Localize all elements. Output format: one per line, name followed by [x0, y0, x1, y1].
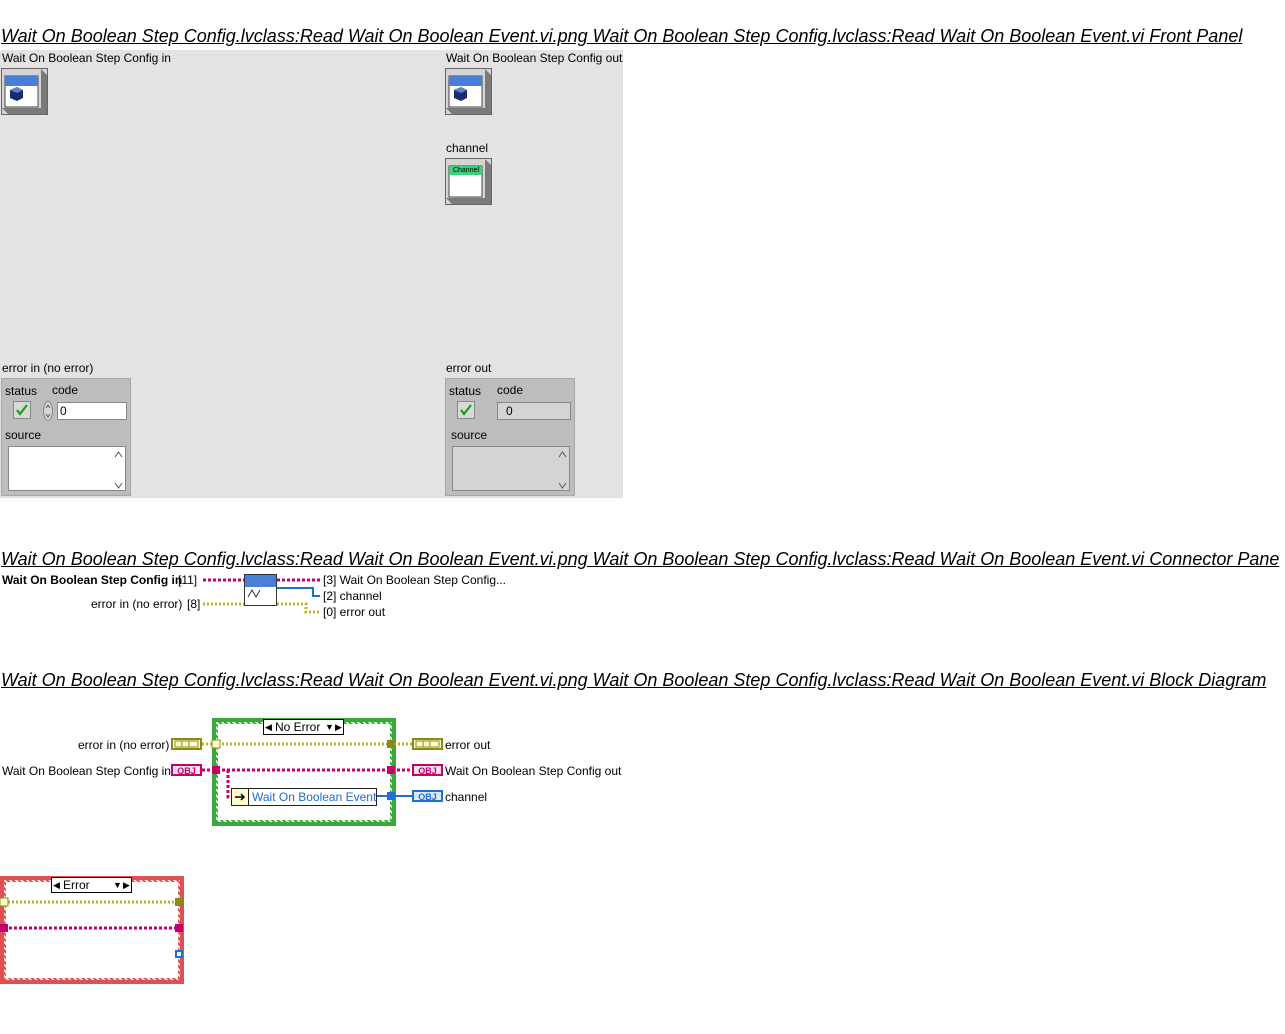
increment-arrow-icon[interactable]: ▶ [123, 880, 130, 890]
bd-config-in-label: Wait On Boolean Step Config in [2, 764, 171, 778]
vi-icon [244, 574, 277, 606]
channel-label: channel [446, 141, 489, 155]
checkmark-icon [460, 404, 472, 416]
error-out-status-label: status [449, 384, 482, 398]
bd-error-in-label: error in (no error) [78, 738, 170, 752]
scroll-arrows-icon[interactable] [114, 450, 123, 490]
cp-config-in-index: [11] [178, 573, 198, 587]
case-selector-no-error[interactable]: ◀ No Error ▼ ▶ [263, 719, 344, 735]
class-control-icon[interactable] [1, 68, 48, 115]
bd-channel-label: channel [445, 790, 488, 804]
error-cluster-icon [415, 740, 440, 748]
scroll-arrows-icon[interactable] [558, 450, 567, 490]
cp-config-out-label: [3] Wait On Boolean Step Config... [323, 573, 506, 587]
code-increment-decrement-icon[interactable] [43, 401, 53, 421]
cp-error-in-index: [8] [187, 597, 201, 611]
case-structure-error[interactable] [0, 876, 184, 984]
unbundle-by-name-node[interactable]: Wait On Boolean Event [231, 788, 377, 806]
class-indicator-icon [445, 68, 492, 115]
unbundle-arrow-icon [232, 789, 249, 805]
error-out-source-value [452, 446, 570, 491]
config-in-terminal[interactable]: OBJ [171, 764, 202, 776]
config-out-terminal[interactable]: OBJ [412, 764, 443, 776]
error-cluster-icon [174, 740, 199, 748]
bd-config-out-label: Wait On Boolean Step Config out [445, 764, 622, 778]
error-in-source-label: source [5, 428, 42, 442]
bd-error-out-label: error out [445, 738, 491, 752]
error-in-source-input[interactable] [8, 446, 126, 491]
cp-config-in-label: Wait On Boolean Step Config in [2, 573, 183, 587]
error-out-code-value: 0 [497, 402, 571, 420]
error-out-code-label: code [497, 383, 524, 397]
block-diagram-title: Wait On Boolean Step Config.lvclass:Read… [1, 670, 1267, 690]
cp-error-in-label: error in (no error) [91, 597, 183, 611]
cp-channel-label: [2] channel [323, 589, 382, 603]
error-out-label: error out [446, 361, 492, 375]
channel-out-terminal[interactable]: OBJ [412, 790, 443, 802]
checkmark-icon [16, 404, 28, 416]
connector-pane-wiring [203, 578, 320, 614]
cp-error-out-label: [0] error out [323, 605, 386, 619]
error-in-code-input[interactable]: 0 [57, 402, 127, 420]
boolean-event-icon [247, 588, 261, 599]
error-out-terminal[interactable] [412, 738, 443, 750]
case-selector-label: No Error [275, 720, 321, 734]
case-selector-error[interactable]: ◀ Error ▼ ▶ [51, 877, 132, 893]
config-out-label: Wait On Boolean Step Config out [446, 51, 623, 65]
dropdown-arrow-icon[interactable]: ▼ [325, 722, 334, 732]
error-in-label: error in (no error) [2, 361, 94, 375]
front-panel-title: Wait On Boolean Step Config.lvclass:Read… [1, 26, 1243, 46]
channel-indicator-icon: Channel [445, 158, 492, 205]
front-panel: Wait On Boolean Step Config in Wait On B… [0, 50, 623, 498]
error-out-status-led [457, 401, 475, 419]
connector-pane-title: Wait On Boolean Step Config.lvclass:Read… [1, 549, 1280, 569]
error-in-status-label: status [5, 384, 38, 398]
error-in-code-label: code [52, 383, 79, 397]
case-selector-label: Error [63, 878, 90, 892]
unbundle-field-label: Wait On Boolean Event [252, 790, 377, 804]
decrement-arrow-icon[interactable]: ◀ [265, 722, 272, 732]
error-out-source-label: source [451, 428, 488, 442]
error-in-cluster: status code 0 source [1, 378, 131, 496]
decrement-arrow-icon[interactable]: ◀ [53, 880, 60, 890]
error-case-wires [0, 897, 183, 958]
error-in-terminal[interactable] [171, 738, 202, 750]
config-in-label: Wait On Boolean Step Config in [2, 51, 171, 65]
dropdown-arrow-icon[interactable]: ▼ [113, 880, 122, 890]
increment-arrow-icon[interactable]: ▶ [335, 722, 342, 732]
channel-icon-text: Channel [452, 167, 480, 174]
error-in-status-checkbox[interactable] [13, 401, 31, 419]
error-out-cluster: status code 0 source [445, 378, 575, 496]
